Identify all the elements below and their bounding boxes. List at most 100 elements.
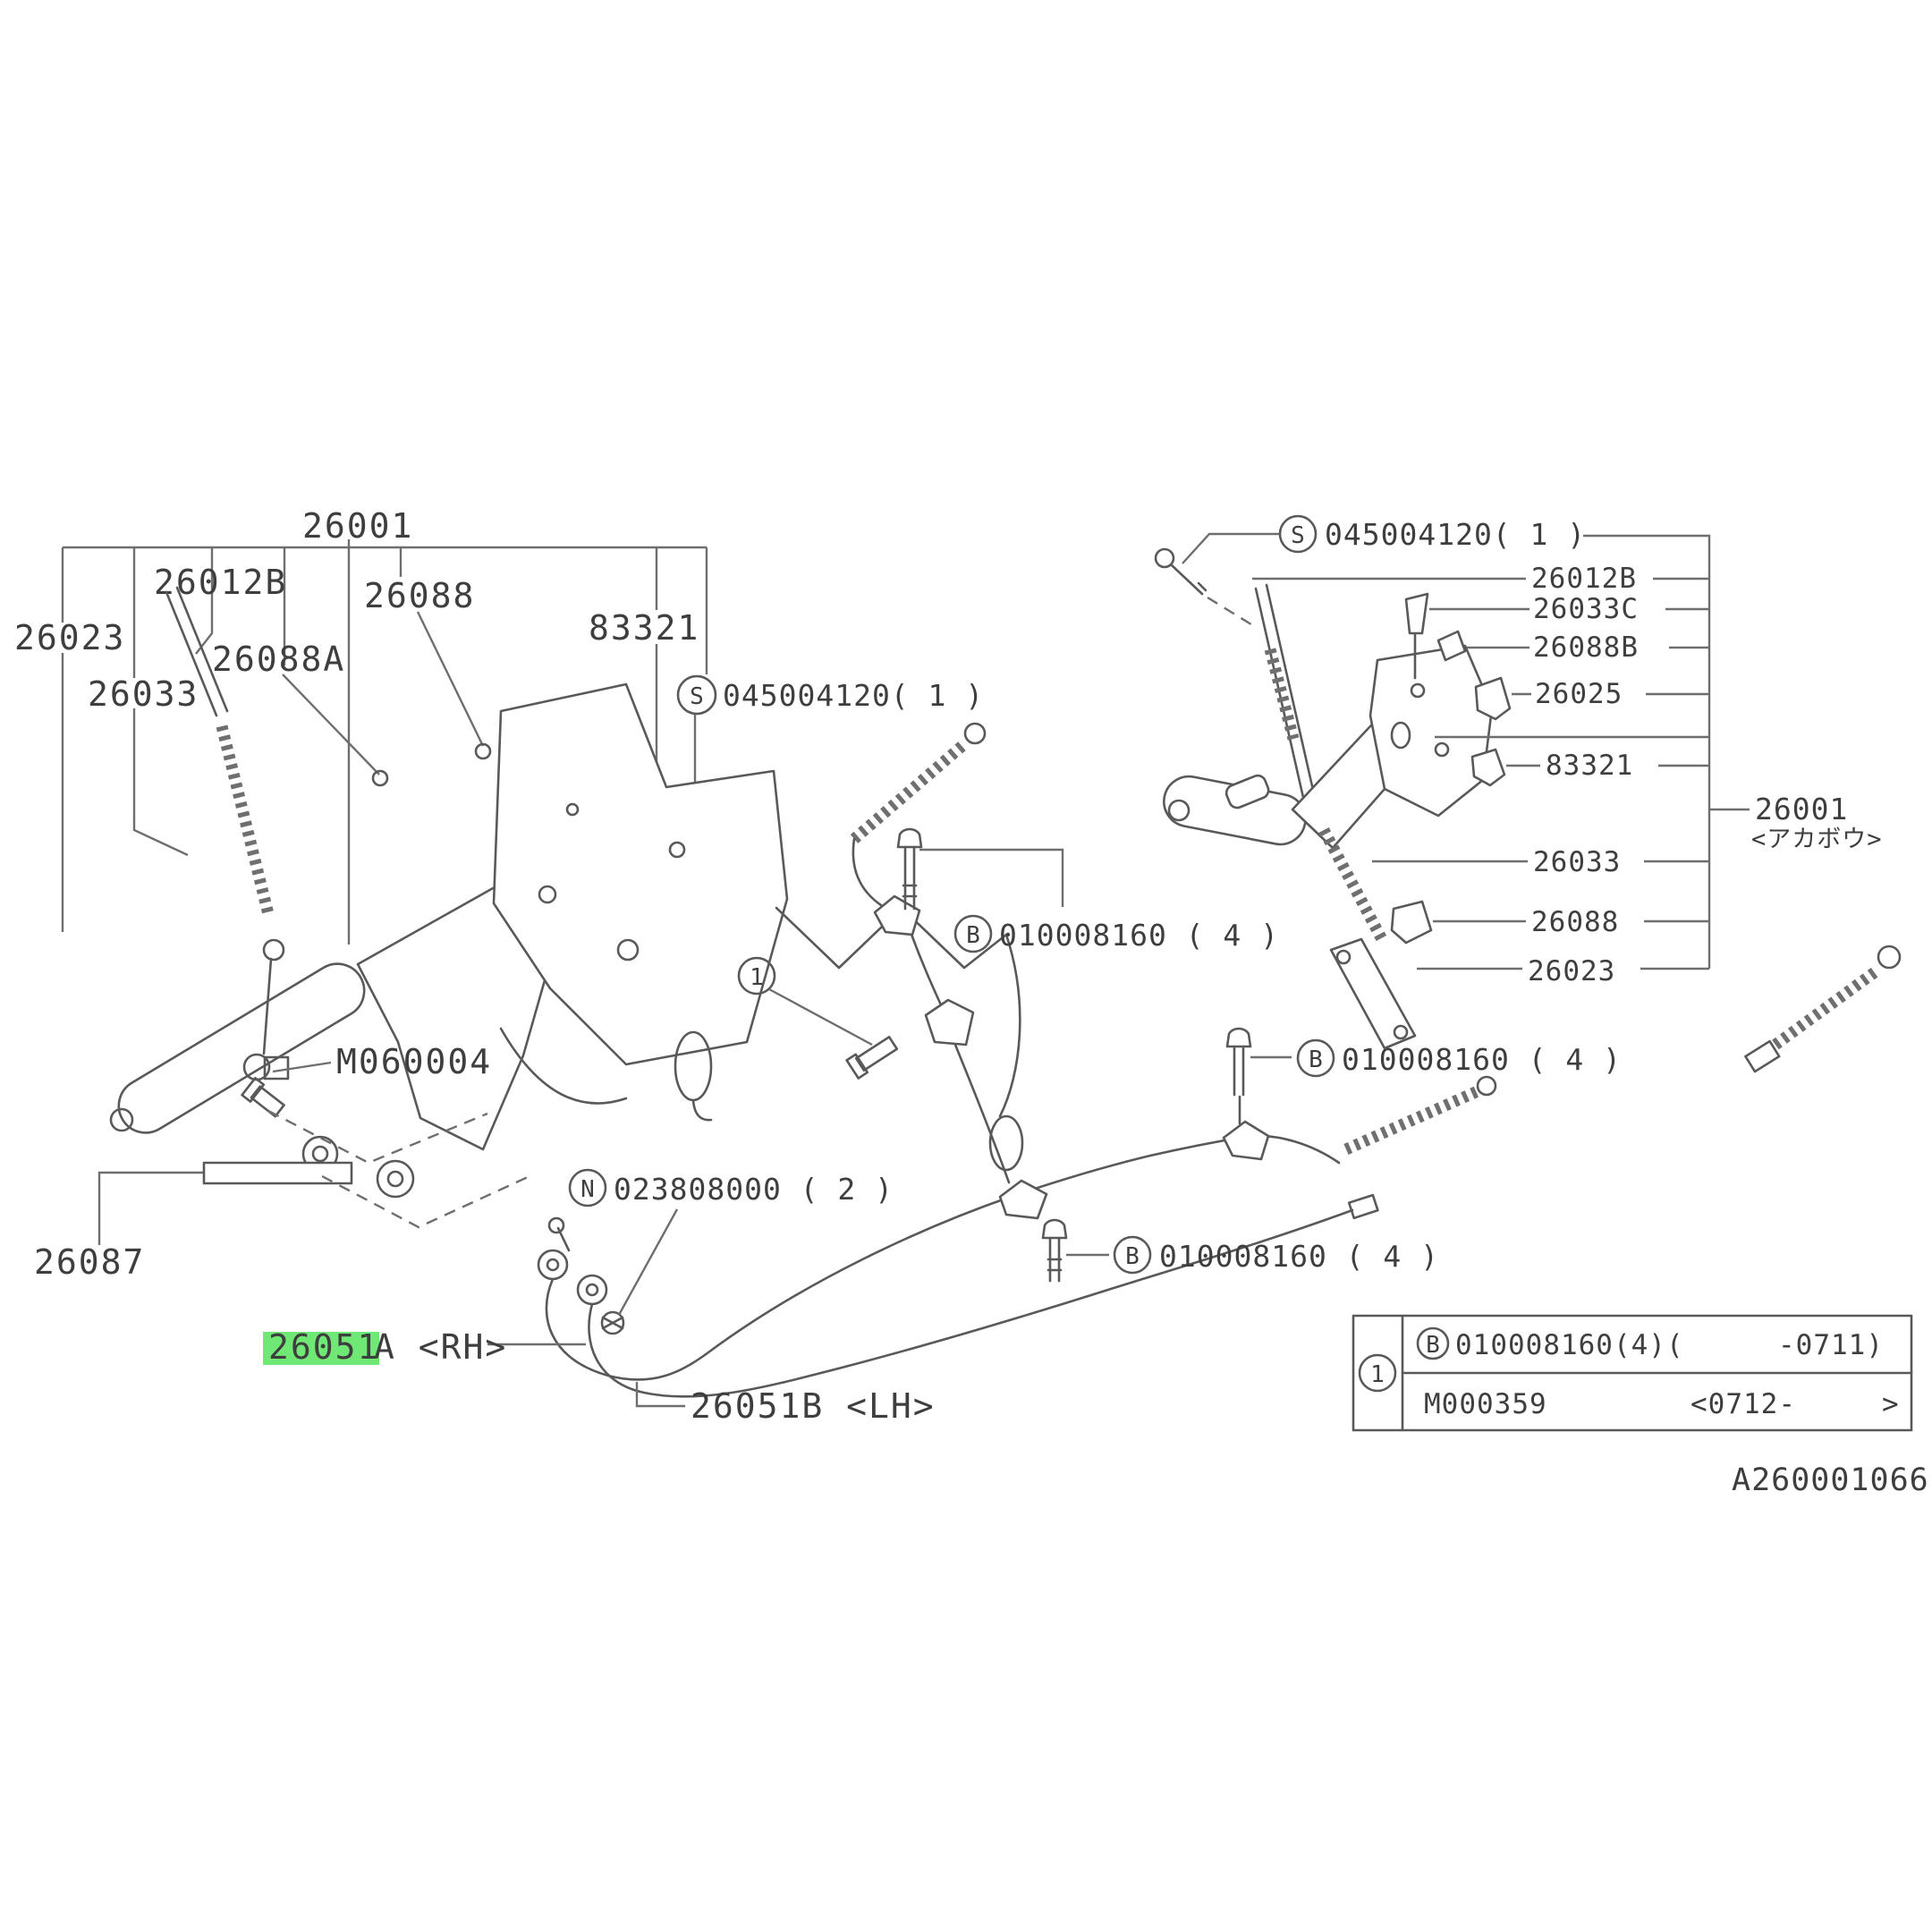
cable-curve bbox=[852, 837, 883, 907]
diagram-code: A260001066 bbox=[1732, 1462, 1929, 1498]
label-26033-left: 26033 bbox=[88, 674, 199, 714]
table-row1-part: 010008160(4)( bbox=[1455, 1329, 1684, 1361]
bolt-callout-bottom: B 010008160 ( 4 ) bbox=[1041, 1218, 1439, 1283]
grommet-nut bbox=[600, 1310, 625, 1335]
cable-hook-fitting bbox=[988, 1114, 1024, 1172]
plate-hole bbox=[565, 802, 580, 817]
lever-grip bbox=[117, 962, 366, 1134]
label-26025-right: 26025 bbox=[1535, 678, 1623, 710]
table-row2-close: > bbox=[1882, 1388, 1900, 1420]
bolt-icon bbox=[1225, 1027, 1252, 1097]
label-26012b-right: 26012B bbox=[1531, 563, 1637, 595]
label-bolt-top: 010008160 ( 4 ) bbox=[999, 918, 1279, 953]
label-26023-right: 26023 bbox=[1528, 955, 1615, 987]
b-badge-letter: B bbox=[1309, 1046, 1323, 1073]
assist-rod-body bbox=[202, 1161, 353, 1185]
screw-callout-left: S 045004120( 1 ) bbox=[676, 674, 984, 716]
hex-bolt-icon bbox=[241, 1077, 285, 1118]
return-spring-coil bbox=[1318, 826, 1388, 945]
equalizer-hole bbox=[1393, 1024, 1409, 1040]
label-26001-variant: <アカボウ> bbox=[1751, 826, 1883, 853]
assist-rod-26087: 26087 bbox=[34, 1161, 353, 1282]
label-nut: 023808000 ( 2 ) bbox=[614, 1172, 894, 1207]
reference-table: 1 B 010008160(4)( -0711) M000359 <0712- … bbox=[1352, 1314, 1913, 1432]
washer-icon bbox=[376, 1159, 415, 1199]
label-83321-left: 83321 bbox=[589, 608, 699, 648]
label-m060004: M060004 bbox=[336, 1042, 492, 1081]
label-backing bbox=[11, 623, 125, 653]
label-backing bbox=[583, 612, 703, 642]
table-item-number: 1 bbox=[1370, 1361, 1385, 1388]
cable-clamp bbox=[924, 998, 975, 1046]
label-26012b-left: 26012B bbox=[154, 563, 287, 602]
pull-rod bbox=[165, 590, 218, 717]
cable-front-fittings bbox=[537, 1216, 625, 1335]
rod-link bbox=[262, 957, 273, 1055]
label-26088-right: 26088 bbox=[1531, 906, 1619, 938]
cable-end-hook bbox=[1744, 945, 1902, 1073]
cable-end-coil bbox=[1772, 964, 1882, 1050]
bolt-icon bbox=[845, 1036, 899, 1080]
cable-eyelet bbox=[576, 1274, 608, 1306]
release-pin bbox=[371, 769, 389, 787]
plate-hole bbox=[668, 841, 686, 859]
grip-end-hole bbox=[1167, 799, 1191, 822]
b-badge-icon bbox=[1296, 1038, 1335, 1078]
label-backing bbox=[84, 678, 188, 708]
table-row2-part: M000359 bbox=[1424, 1388, 1547, 1420]
plate-slot bbox=[1390, 721, 1411, 750]
one-badge-icon bbox=[737, 956, 776, 996]
right-callout-bracket bbox=[1182, 532, 1750, 970]
hook-b-part bbox=[1436, 630, 1467, 662]
label-26023-left: 26023 bbox=[14, 618, 125, 657]
cable-curve bbox=[998, 933, 1021, 1118]
floor-dashed-lines bbox=[267, 1109, 529, 1229]
label-bolt-bottom: 010008160 ( 4 ) bbox=[1159, 1239, 1439, 1274]
label-26051-highlighted[interactable]: 26051 bbox=[268, 1327, 379, 1367]
label-screw-left: 045004120( 1 ) bbox=[723, 678, 984, 713]
cable-clamp bbox=[1222, 1120, 1270, 1161]
label-26088a-left: 26088A bbox=[212, 640, 345, 679]
s-badge-icon bbox=[676, 674, 717, 716]
pivot-pin bbox=[474, 742, 492, 760]
screw-icon bbox=[1154, 547, 1208, 596]
b-badge-letter: B bbox=[1125, 1243, 1140, 1270]
label-26088-left: 26088 bbox=[364, 576, 475, 615]
bolt-callout-top: B 010008160 ( 4 ) bbox=[896, 827, 1279, 953]
highlight-box bbox=[263, 1332, 379, 1365]
equalizer-part bbox=[1329, 937, 1417, 1050]
cable-lh-26051b bbox=[588, 1208, 1354, 1398]
clevis-callout: M060004 bbox=[272, 1042, 492, 1081]
mount-plate bbox=[1368, 644, 1494, 818]
label-26033c-right: 26033C bbox=[1533, 593, 1639, 625]
left-assembly-labels: 26001 26012B 26088 26023 26088A 26033 83… bbox=[11, 506, 984, 716]
bolt-icon bbox=[896, 827, 923, 911]
cable-rear-coil bbox=[1343, 1086, 1480, 1155]
ratchet-sector bbox=[499, 1027, 628, 1105]
table-row2-range: <0712- bbox=[1690, 1388, 1796, 1420]
label-26087: 26087 bbox=[34, 1242, 145, 1282]
b-badge-icon bbox=[953, 914, 993, 953]
b-badge-icon bbox=[1113, 1235, 1152, 1275]
equalizer-hole bbox=[1335, 949, 1352, 965]
pull-rod bbox=[1254, 587, 1306, 803]
mount-plate bbox=[492, 682, 789, 1066]
table-row1-range: -0711) bbox=[1778, 1329, 1884, 1361]
plate-hole bbox=[1434, 741, 1450, 758]
clevis-body bbox=[263, 1055, 290, 1080]
grip-button bbox=[1224, 774, 1270, 809]
screw-axis-dashed bbox=[1207, 596, 1255, 628]
n-badge-icon bbox=[568, 1168, 607, 1208]
screw-callout-right: S 045004120( 1 ) bbox=[1278, 514, 1586, 554]
rod-spring-coil bbox=[1264, 648, 1300, 741]
label-26001-left: 26001 bbox=[302, 506, 413, 546]
label-screw-right: 045004120( 1 ) bbox=[1325, 517, 1586, 552]
cable-rh-callout[interactable]: 26051 A <RH> bbox=[263, 1327, 586, 1367]
cable-lh-callout: 26051B <LH> bbox=[635, 1382, 934, 1426]
one-badge-number: 1 bbox=[750, 964, 764, 991]
s-badge-letter: S bbox=[1291, 522, 1305, 549]
plate-hole bbox=[538, 885, 557, 904]
b-badge-icon bbox=[1416, 1326, 1450, 1360]
clip-part bbox=[1470, 748, 1506, 787]
